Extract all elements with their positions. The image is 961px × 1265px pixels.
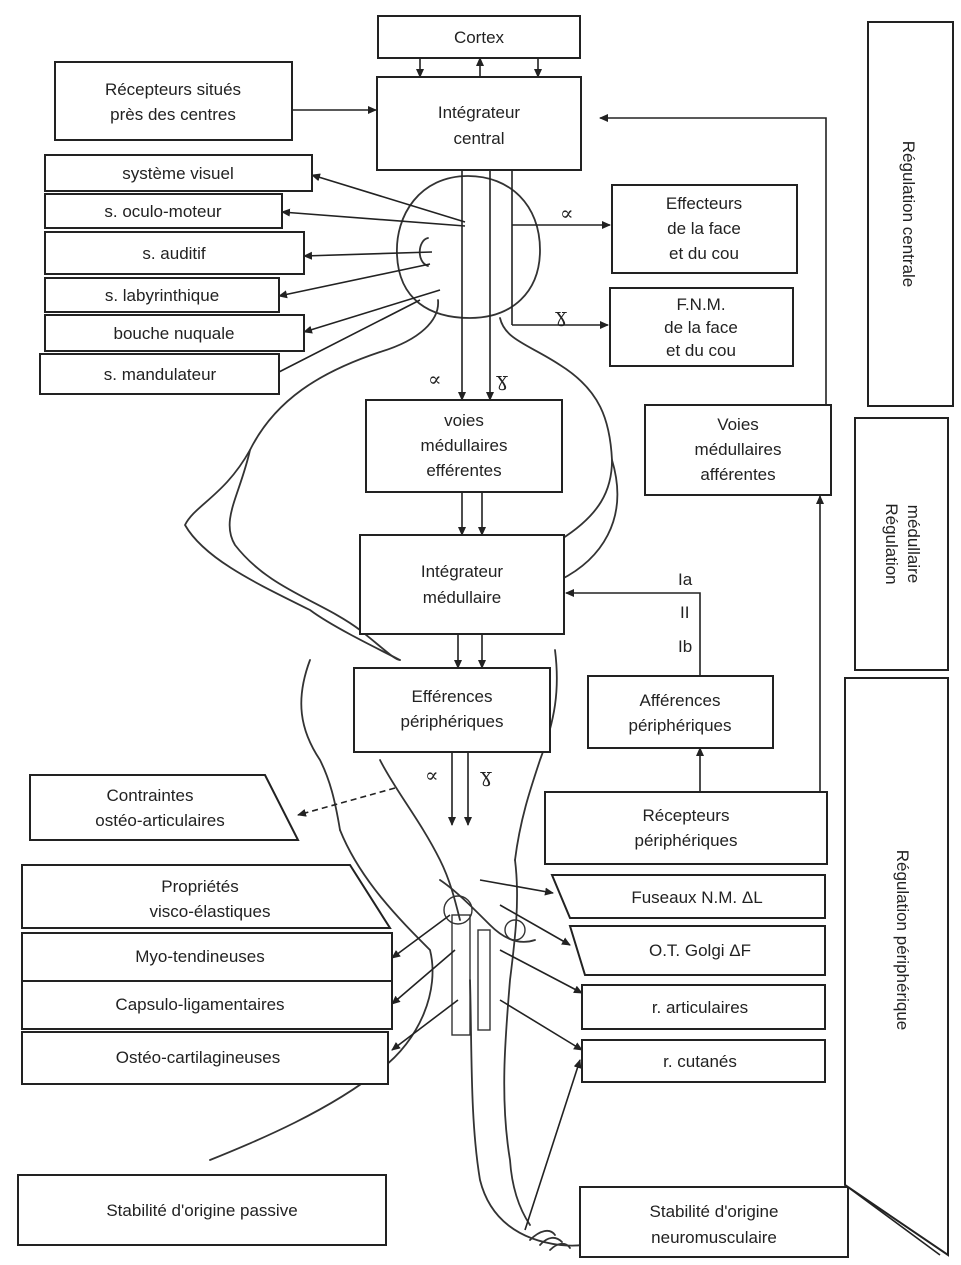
svg-text:Propriétés: Propriétés: [161, 877, 238, 896]
svg-text:s. auditif: s. auditif: [142, 244, 206, 263]
svg-text:Stabilité d'origine passive: Stabilité d'origine passive: [106, 1201, 297, 1220]
svg-text:efférentes: efférentes: [426, 461, 501, 480]
svg-text:médullaires: médullaires: [695, 440, 782, 459]
svg-text:r. cutanés: r. cutanés: [663, 1052, 737, 1071]
svg-text:près des centres: près des centres: [110, 105, 236, 124]
fiber-ii-label: II: [680, 603, 689, 622]
svg-text:Stabilité d'origine: Stabilité d'origine: [650, 1202, 779, 1221]
gamma-label-peripheral: ɣ: [480, 763, 492, 787]
svg-text:s. oculo-moteur: s. oculo-moteur: [104, 202, 221, 221]
svg-text:F.N.M.: F.N.M.: [676, 295, 725, 314]
box-voies-efferentes: voies médullaires efférentes: [366, 400, 562, 492]
svg-text:périphériques: périphériques: [634, 831, 737, 850]
box-otgolgi: O.T. Golgi ΔF: [570, 926, 825, 975]
box-mandulateur: s. mandulateur: [40, 354, 279, 394]
svg-text:Myo-tendineuses: Myo-tendineuses: [135, 947, 264, 966]
box-stabilite-passive: Stabilité d'origine passive: [18, 1175, 386, 1245]
box-osteo-cartilagineuses: Ostéo-cartilagineuses: [22, 1032, 388, 1084]
svg-text:Régulation périphérique: Régulation périphérique: [893, 850, 912, 1031]
box-auditif: s. auditif: [45, 232, 304, 274]
box-recepteurs-centres: Récepteurs situés près des centres: [55, 62, 292, 140]
svg-text:de la face: de la face: [664, 318, 738, 337]
svg-text:bouche nuquale: bouche nuquale: [113, 324, 234, 343]
box-afferences-peripheriques: Afférences périphériques: [588, 676, 773, 748]
svg-text:Cortex: Cortex: [454, 28, 505, 47]
panel-regulation-centrale: Régulation centrale: [868, 22, 953, 406]
panel-regulation-medullaire: Régulation médullaire: [855, 418, 948, 670]
svg-text:périphériques: périphériques: [628, 716, 731, 735]
box-proprietes: Propriétés visco-élastiques: [22, 865, 390, 928]
fiber-ib-label: Ib: [678, 637, 692, 656]
svg-text:Ostéo-cartilagineuses: Ostéo-cartilagineuses: [116, 1048, 280, 1067]
box-contraintes: Contraintes ostéo-articulaires: [30, 775, 298, 840]
box-cortex: Cortex: [378, 16, 580, 58]
svg-text:afférentes: afférentes: [700, 465, 775, 484]
box-oculo-moteur: s. oculo-moteur: [45, 194, 282, 228]
svg-text:Efférences: Efférences: [412, 687, 493, 706]
svg-text:Fuseaux N.M. ΔL: Fuseaux N.M. ΔL: [631, 888, 762, 907]
svg-text:central: central: [453, 129, 504, 148]
svg-text:Régulation: Régulation: [882, 503, 901, 584]
box-fnm-face: F.N.M. de la face et du cou: [610, 288, 793, 366]
box-fuseaux: Fuseaux N.M. ΔL: [552, 875, 825, 918]
svg-text:médullaire: médullaire: [904, 505, 923, 583]
alpha-label-efferent: ∝: [428, 367, 442, 391]
svg-text:r. articulaires: r. articulaires: [652, 998, 748, 1017]
box-bouche-nuquale: bouche nuquale: [45, 315, 304, 351]
box-r-cutanes: r. cutanés: [582, 1040, 825, 1082]
svg-text:Capsulo-ligamentaires: Capsulo-ligamentaires: [115, 995, 284, 1014]
svg-text:système visuel: système visuel: [122, 164, 233, 183]
svg-text:Contraintes: Contraintes: [107, 786, 194, 805]
svg-text:ostéo-articulaires: ostéo-articulaires: [95, 811, 224, 830]
box-capsulo: Capsulo-ligamentaires: [22, 981, 392, 1029]
svg-text:visco-élastiques: visco-élastiques: [150, 902, 271, 921]
panel-regulation-peripherique: Régulation périphérique: [845, 678, 948, 1255]
svg-text:Intégrateur: Intégrateur: [421, 562, 504, 581]
box-integrateur-medullaire: Intégrateur médullaire: [360, 535, 564, 634]
box-systeme-visuel: système visuel: [45, 155, 312, 191]
box-labyrinthique: s. labyrinthique: [45, 278, 279, 312]
fiber-ia-label: Ia: [678, 570, 693, 589]
alpha-label-peripheral: ∝: [425, 763, 439, 787]
svg-text:s. mandulateur: s. mandulateur: [104, 365, 217, 384]
box-stabilite-neuromusculaire: Stabilité d'origine neuromusculaire: [580, 1187, 848, 1257]
svg-text:et du cou: et du cou: [669, 244, 739, 263]
svg-text:Intégrateur: Intégrateur: [438, 103, 521, 122]
box-myo-tendineuses: Myo-tendineuses: [22, 933, 392, 981]
svg-text:Récepteurs situés: Récepteurs situés: [105, 80, 241, 99]
svg-text:Récepteurs: Récepteurs: [643, 806, 730, 825]
svg-text:et du cou: et du cou: [666, 341, 736, 360]
box-recepteurs-peripheriques: Récepteurs périphériques: [545, 792, 827, 864]
svg-text:Voies: Voies: [717, 415, 759, 434]
gamma-label-efferent: ɣ: [496, 367, 508, 391]
box-efferences-peripheriques: Efférences périphériques: [354, 668, 550, 752]
box-effecteurs-face: Effecteurs de la face et du cou: [612, 185, 797, 273]
svg-text:Effecteurs: Effecteurs: [666, 194, 742, 213]
gamma-label-face: ɣ: [555, 303, 567, 327]
alpha-label-face: ∝: [560, 201, 574, 225]
box-voies-afferentes: Voies médullaires afférentes: [645, 405, 831, 495]
svg-text:Afférences: Afférences: [640, 691, 721, 710]
svg-text:Régulation centrale: Régulation centrale: [899, 141, 918, 287]
svg-text:médullaires: médullaires: [421, 436, 508, 455]
svg-text:périphériques: périphériques: [400, 712, 503, 731]
svg-text:s. labyrinthique: s. labyrinthique: [105, 286, 219, 305]
box-integrateur-central: Intégrateur central: [377, 77, 581, 170]
svg-text:O.T. Golgi ΔF: O.T. Golgi ΔF: [649, 941, 751, 960]
svg-text:voies: voies: [444, 411, 484, 430]
box-r-articulaires: r. articulaires: [582, 985, 825, 1029]
svg-text:neuromusculaire: neuromusculaire: [651, 1228, 777, 1247]
svg-text:médullaire: médullaire: [423, 588, 501, 607]
svg-text:de la face: de la face: [667, 219, 741, 238]
